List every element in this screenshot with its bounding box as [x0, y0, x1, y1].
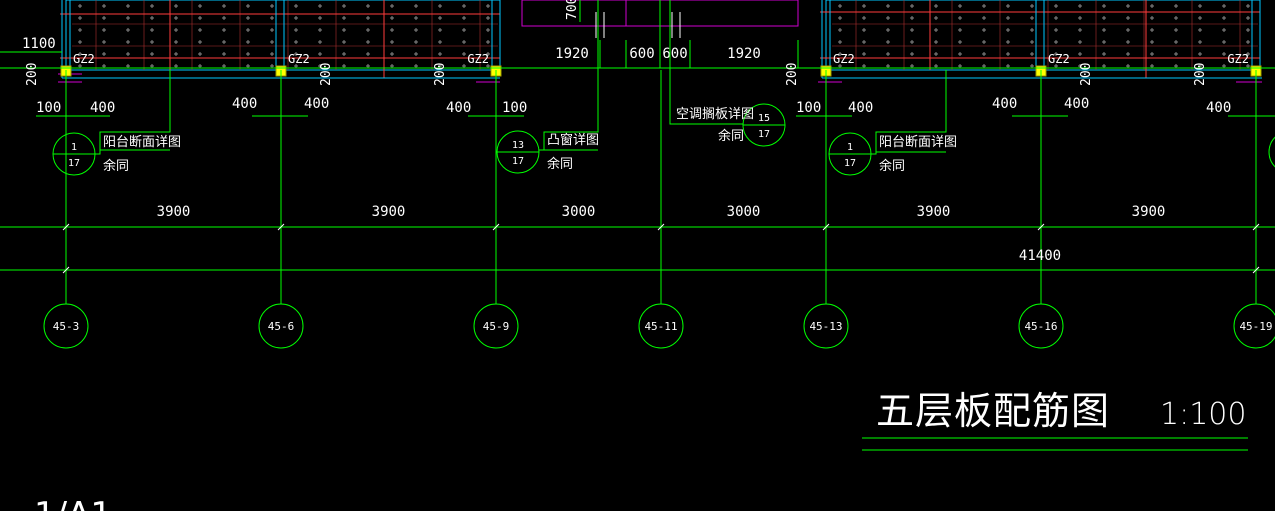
column-label: GZ2: [73, 52, 95, 66]
dim-200-e: 200: [1079, 63, 1094, 86]
bay-dimension-1: 3900: [157, 204, 191, 220]
axis-bubble-5[interactable]: 45-13: [803, 303, 849, 349]
axis-bubble-4[interactable]: 45-11: [638, 303, 684, 349]
detail-sub: 余同: [103, 158, 129, 174]
axis-bubble-circle: [43, 303, 89, 349]
dim-segment-3: 600: [662, 46, 687, 62]
column-label: GZ2: [288, 52, 310, 66]
axis-bubble-7[interactable]: 45-19: [1233, 303, 1275, 349]
bay-dimension-4: 3000: [727, 204, 761, 220]
dim-200-f: 200: [1193, 63, 1208, 86]
drawing-scale: 1:100: [1160, 397, 1246, 432]
detail-text: 阳台断面详图: [879, 135, 957, 150]
axis-bubble-circle: [258, 303, 304, 349]
dim-400-c: 400: [304, 96, 329, 112]
axis-bubble-2[interactable]: 45-6: [258, 303, 304, 349]
dimension-lines: [0, 0, 1275, 271]
dim-100-b: 100: [502, 100, 527, 116]
detail-callout-bay-window[interactable]: 13 17 凸窗详图 余同: [496, 0, 599, 174]
column-label: GZ2: [833, 52, 855, 66]
axis-label: 45-19: [1239, 320, 1272, 333]
dim-400-a: 400: [90, 100, 115, 116]
detail-text: 凸窗详图: [547, 132, 599, 148]
dim-200-d: 200: [785, 63, 800, 86]
detail-number: 1: [71, 142, 77, 153]
bay-dimension-texts: 3900 3900 3000 3000 3900 3900: [157, 204, 1166, 220]
dim-200-c: 200: [433, 63, 448, 86]
axis-label: 45-13: [809, 320, 842, 333]
detail-number: 1: [847, 142, 853, 153]
dim-200-a: 200: [25, 63, 40, 86]
dim-tick: [1252, 266, 1260, 274]
column-label: GZ2: [467, 52, 489, 66]
bay-dimension-3: 3000: [562, 204, 596, 220]
column-label: GZ2: [1227, 52, 1249, 66]
dim-400-b: 400: [232, 96, 257, 112]
dim-400-e: 400: [848, 100, 873, 116]
dim-400-f: 400: [992, 96, 1017, 112]
axis-bubble-circle: [803, 303, 849, 349]
bay-dimension-2: 3900: [372, 204, 406, 220]
detail-sheet: 17: [758, 129, 770, 140]
detail-callout-ac-board[interactable]: 15 17 空调搁板详图 余同: [669, 0, 786, 147]
dim-tick: [1252, 223, 1260, 231]
dim-segment-2: 600: [629, 46, 654, 62]
detail-sub: 余同: [718, 128, 744, 144]
detail-text: 阳台断面详图: [103, 135, 181, 150]
dim-100-c: 100: [796, 100, 821, 116]
dim-400-h: 400: [1206, 100, 1231, 116]
dim-tick: [1037, 223, 1045, 231]
dim-400-g: 400: [1064, 96, 1089, 112]
detail-sheet: 17: [68, 158, 80, 169]
slab-panel-right: [825, 0, 1261, 71]
dim-200-b: 200: [319, 63, 334, 86]
total-dimension-text: 41400: [1019, 248, 1061, 264]
axis-bubble-circle: [638, 303, 684, 349]
slab-panel-left: [65, 0, 501, 71]
detail-callout-balcony-right[interactable]: 1 17 阳台断面详图 余同: [828, 70, 957, 176]
axis-bubble-1[interactable]: 45-3: [43, 303, 89, 349]
dim-tick: [657, 223, 665, 231]
detail-text: 空调搁板详图: [676, 107, 754, 122]
dim-tick: [62, 266, 70, 274]
dim-100-a: 100: [36, 100, 61, 116]
drawing-title: 五层板配筋图: [876, 389, 1110, 433]
axis-grid-lines: [62, 70, 1260, 304]
detail-sub: 余同: [879, 158, 905, 174]
dim-tick: [492, 223, 500, 231]
detail-callout-partial: [1268, 136, 1275, 168]
axis-label: 45-11: [644, 320, 677, 333]
axis-label: 45-9: [483, 320, 510, 333]
detail-number: 13: [512, 140, 524, 151]
detail-sheet: 17: [512, 156, 524, 167]
axis-label: 45-6: [268, 320, 295, 333]
dim-tick: [62, 223, 70, 231]
axis-bubble-circle: [1233, 303, 1275, 349]
detail-callout-balcony-left[interactable]: 1 17 阳台断面详图 余同: [52, 70, 181, 176]
axis-bubbles: 45-3 45-6 45-9 45-11 45-13 45-16 45-19: [43, 303, 1275, 349]
axis-bubble-6[interactable]: 45-16: [1018, 303, 1064, 349]
detail-sheet: 17: [844, 158, 856, 169]
axis-bubble-3[interactable]: 45-9: [473, 303, 519, 349]
bay-dimension-6: 3900: [1132, 204, 1166, 220]
dim-tick: [822, 223, 830, 231]
axis-bubble-circle: [473, 303, 519, 349]
column-label: GZ2: [1048, 52, 1070, 66]
dim-segment-1: 1920: [555, 46, 589, 62]
slab-panels: [58, 0, 1262, 83]
corner-label: 1/A1: [34, 495, 112, 511]
detail-number: 15: [758, 113, 770, 124]
dim-segment-4: 1920: [727, 46, 761, 62]
bay-dimension-5: 3900: [917, 204, 951, 220]
dim-left-offset: 1100: [22, 36, 56, 52]
dim-vertical-700: 700: [565, 0, 580, 20]
dim-tick: [277, 223, 285, 231]
axis-label: 45-16: [1024, 320, 1057, 333]
axis-bubble-circle: [1018, 303, 1064, 349]
axis-label: 45-3: [53, 320, 80, 333]
dim-400-d: 400: [446, 100, 471, 116]
detail-sub: 余同: [547, 156, 573, 172]
